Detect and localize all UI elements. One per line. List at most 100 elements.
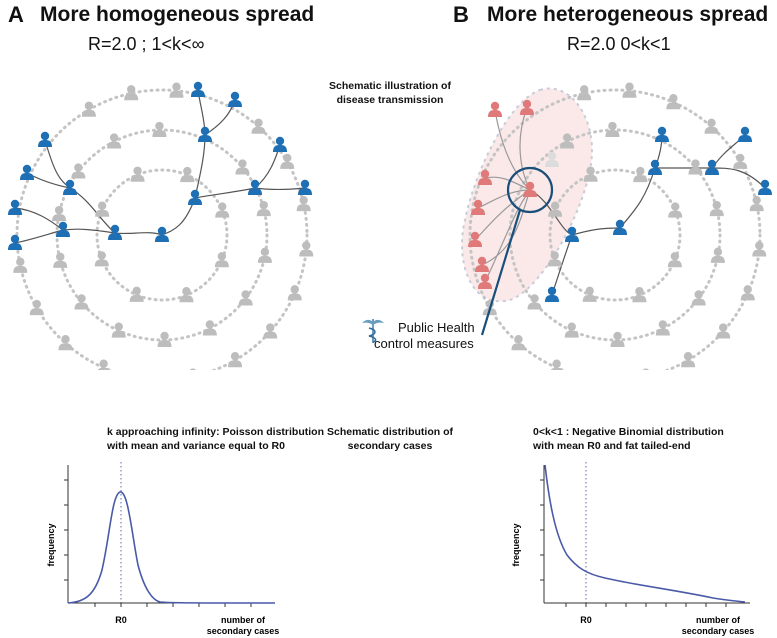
person-uninfected-icon: [287, 285, 302, 301]
person-infected-icon: [63, 179, 77, 195]
network-b-people: [468, 82, 772, 370]
person-uninfected-icon: [632, 287, 647, 303]
person-uninfected-icon: [124, 85, 139, 101]
person-uninfected-icon: [111, 322, 126, 338]
person-uninfected-icon: [583, 166, 598, 182]
chart-b-xtick-label: R0: [580, 615, 592, 625]
panel-a-dist-caption: k approaching infinity: Poisson distribu…: [107, 426, 324, 453]
person-uninfected-icon: [704, 118, 719, 134]
person-uninfected-icon: [667, 252, 682, 268]
person-uninfected-icon: [263, 323, 278, 339]
panel-b-dist-caption-line1: 0<k<1 : Negative Binomial distribution: [533, 426, 724, 438]
person-uninfected-icon: [564, 322, 579, 338]
person-uninfected-icon: [527, 294, 542, 310]
person-infected-icon: [298, 179, 312, 195]
distribution-caption: Schematic distribution of secondary case…: [305, 426, 475, 453]
control-label-line1: Public Health: [398, 320, 475, 335]
distribution-caption-line1: Schematic distribution of: [326, 426, 453, 438]
person-uninfected-icon: [547, 251, 562, 267]
person-uninfected-icon: [655, 320, 670, 336]
person-uninfected-icon: [97, 359, 110, 370]
panel-b-title: More heterogeneous spread: [487, 3, 769, 26]
person-infected-icon: [648, 159, 662, 175]
chart-b-ylabel: frequency: [511, 523, 521, 566]
person-uninfected-icon: [550, 359, 563, 370]
panel-b-params: R=2.0 0<k<1: [567, 34, 671, 54]
network-b: [461, 82, 772, 370]
chart-a-ylabel: frequency: [46, 523, 56, 566]
person-cluster-icon: [478, 169, 492, 185]
person-uninfected-icon: [235, 159, 250, 175]
person-uninfected-icon: [582, 286, 597, 302]
person-uninfected-icon: [256, 200, 271, 217]
panel-b-letter: B: [453, 2, 469, 27]
person-uninfected-icon: [688, 159, 703, 175]
chart-b-xticks: [565, 603, 727, 607]
person-infected-icon: [738, 126, 752, 142]
person-infected-icon: [38, 131, 52, 147]
person-uninfected-icon: [642, 368, 650, 370]
person-uninfected-icon: [681, 352, 696, 368]
person-uninfected-icon: [179, 287, 194, 303]
person-infected-icon: [8, 199, 22, 215]
person-infected-icon: [273, 136, 287, 152]
person-uninfected-icon: [511, 335, 526, 351]
network-b-rings: [468, 88, 762, 370]
person-infected-icon: [705, 159, 719, 175]
person-uninfected-icon: [733, 153, 748, 169]
person-uninfected-icon: [668, 202, 683, 218]
person-uninfected-icon: [129, 286, 144, 302]
person-uninfected-icon: [71, 163, 86, 179]
chart-a-xlabel-line1: number of: [221, 615, 266, 625]
person-cluster-icon: [488, 101, 502, 117]
person-uninfected-icon: [610, 331, 625, 347]
chart-a-xlabel-line2: secondary cases: [207, 626, 280, 636]
person-uninfected-icon: [548, 201, 563, 217]
person-uninfected-icon: [169, 82, 184, 98]
chart-b-curve: [544, 464, 746, 603]
person-uninfected-icon: [95, 201, 110, 217]
person-infected-icon: [198, 126, 212, 142]
chart-b-yticks: [540, 479, 544, 581]
network-a: [8, 81, 314, 370]
person-uninfected-icon: [53, 252, 68, 268]
person-uninfected-icon: [577, 85, 592, 101]
panel-b-dist-caption: 0<k<1 : Negative Binomial distribution w…: [533, 426, 724, 453]
person-uninfected-icon: [52, 205, 67, 222]
person-infected-icon: [56, 221, 70, 237]
person-uninfected-icon: [81, 101, 96, 117]
transmission-caption-line2: disease transmission: [336, 93, 444, 106]
chart-a-yticks: [64, 479, 68, 581]
person-uninfected-icon: [228, 352, 243, 368]
person-uninfected-icon: [280, 153, 295, 169]
person-infected-icon: [545, 286, 559, 302]
person-uninfected-icon: [29, 299, 44, 316]
person-uninfected-icon: [202, 320, 217, 336]
person-uninfected-icon: [633, 166, 648, 183]
panel-b-dist-caption-line2: with mean R0 and fat tailed-end: [533, 439, 691, 452]
panel-a-dist-caption-line1: k approaching infinity: Poisson distribu…: [107, 426, 325, 438]
panel-a-letter: A: [8, 2, 24, 27]
person-uninfected-icon: [740, 285, 755, 301]
control-label-line2: control measures: [374, 336, 474, 351]
person-infected-icon: [191, 81, 205, 97]
person-uninfected-icon: [710, 247, 725, 263]
caduceus-icon: [362, 319, 384, 343]
person-uninfected-icon: [605, 121, 620, 138]
person-uninfected-icon: [560, 133, 575, 149]
person-infected-icon: [188, 189, 202, 205]
network-a-people: [8, 81, 314, 370]
transmission-caption: Schematic illustration of disease transm…: [305, 80, 475, 107]
person-uninfected-icon: [716, 323, 731, 339]
person-uninfected-icon: [157, 331, 172, 347]
person-infected-icon: [565, 226, 579, 242]
control-circle: [480, 166, 554, 336]
panel-a-params: R=2.0 ; 1<k<∞: [88, 34, 205, 54]
chart-a-curve: [67, 491, 276, 604]
person-uninfected-icon: [666, 94, 681, 110]
person-uninfected-icon: [257, 247, 272, 263]
person-infected-icon: [228, 91, 242, 107]
person-uninfected-icon: [545, 151, 559, 167]
panel-a-dist-caption-line2: with mean and variance equal to R0: [107, 439, 285, 452]
chart-a-xtick-label: R0: [115, 615, 127, 625]
